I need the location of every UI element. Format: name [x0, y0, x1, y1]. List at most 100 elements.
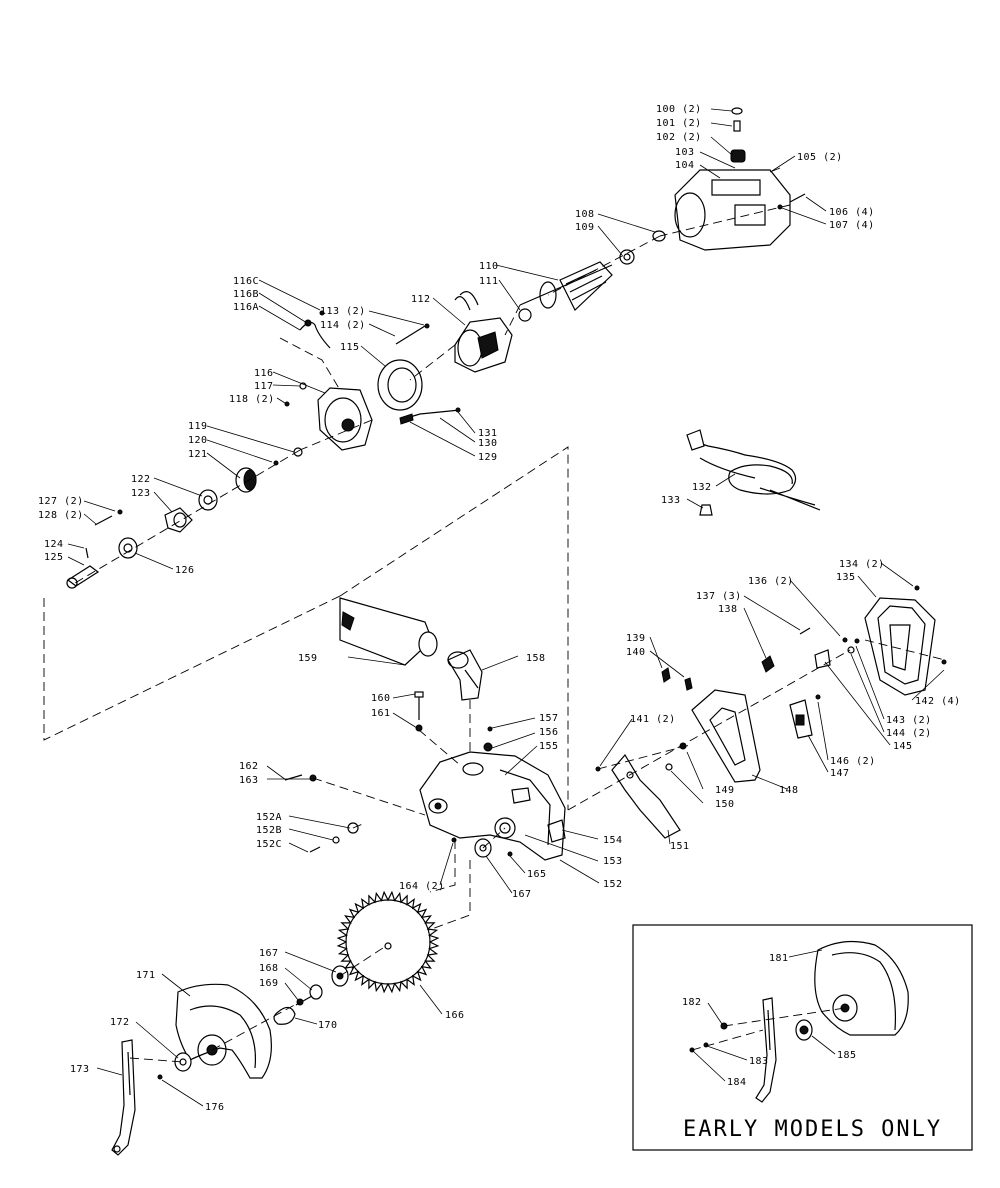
part-153-arbor: [494, 817, 516, 839]
part-122-bearing: [198, 489, 218, 511]
label-126: 126: [175, 565, 195, 576]
label-105: 105 (2): [797, 152, 843, 163]
label-106: 106 (4): [829, 207, 875, 218]
label-114: 114 (2): [320, 320, 366, 331]
part-181-lower-guard-early: [814, 940, 909, 1036]
label-102: 102 (2): [656, 132, 702, 143]
label-156: 156: [539, 727, 559, 738]
label-152C: 152C: [256, 839, 282, 850]
label-172: 172: [110, 1017, 130, 1028]
label-169: 169: [259, 978, 279, 989]
assembly-dashed-lines-handle: [567, 639, 946, 811]
label-101: 101 (2): [656, 118, 702, 129]
label-120: 120: [188, 435, 208, 446]
label-141: 141 (2): [630, 714, 676, 725]
part-132-power-cord: [686, 429, 821, 511]
label-116C: 116C: [233, 276, 259, 287]
label-152: 152: [603, 879, 623, 890]
label-133: 133: [661, 495, 681, 506]
label-108: 108: [575, 209, 595, 220]
label-167-upper: 167: [512, 889, 532, 900]
part-185-bushing-early: [795, 1019, 813, 1041]
part-126-bearing: [118, 537, 138, 559]
label-171: 171: [136, 970, 156, 981]
label-163: 163: [239, 775, 259, 786]
part-104-motor-housing: [674, 169, 791, 251]
label-184: 184: [727, 1077, 747, 1088]
label-149: 149: [715, 785, 735, 796]
part-116-end-bell: [317, 387, 373, 451]
part-123-retainer: [164, 507, 193, 533]
label-132: 132: [692, 482, 712, 493]
part-147-switch: [789, 699, 813, 739]
label-143: 143 (2): [886, 715, 932, 726]
label-176: 176: [205, 1102, 225, 1113]
label-142: 142 (4): [915, 696, 961, 707]
label-121: 121: [188, 449, 208, 460]
leader-lines: [67, 108, 945, 1107]
label-162: 162: [239, 761, 259, 772]
label-146: 146 (2): [830, 756, 876, 767]
part-109-bearing: [619, 249, 635, 265]
label-139: 139: [626, 633, 646, 644]
label-155: 155: [539, 741, 559, 752]
label-147: 147: [830, 768, 850, 779]
label-113: 113 (2): [320, 306, 366, 317]
part-133-connector: [699, 504, 713, 516]
part-173-link-arm: [111, 1039, 136, 1156]
label-118: 118 (2): [229, 394, 275, 405]
part-125-spindle: [66, 565, 100, 589]
part-155-port: [462, 762, 484, 776]
label-136: 136 (2): [748, 576, 794, 587]
part-113-screw: [395, 325, 426, 345]
label-151: 151: [670, 841, 690, 852]
assembly-dashed-lines-lower: [129, 945, 387, 1063]
assembly-dashed-lines-upper: [43, 204, 791, 810]
part-111-bearing: [518, 308, 532, 322]
label-165: 165: [527, 869, 547, 880]
label-185: 185: [837, 1050, 857, 1061]
label-161: 161: [371, 708, 391, 719]
label-128: 128 (2): [38, 510, 84, 521]
label-115: 115: [340, 342, 360, 353]
label-130: 130: [478, 438, 498, 449]
part-102-brush: [730, 149, 746, 163]
label-173: 173: [70, 1064, 90, 1075]
label-124: 124: [44, 539, 64, 550]
label-131: 131: [478, 428, 498, 439]
part-115-baffle: [377, 359, 423, 411]
part-labels: 100 (2) 101 (2) 102 (2) 103 104 105 (2) …: [38, 104, 961, 1113]
label-138: 138: [718, 604, 738, 615]
upper-guard-assembly: [284, 691, 566, 861]
part-159-dust-bag: DELTA: [339, 597, 438, 666]
label-152A: 152A: [256, 812, 282, 823]
label-104: 104: [675, 160, 695, 171]
label-109: 109: [575, 222, 595, 233]
label-100: 100 (2): [656, 104, 702, 115]
label-137: 137 (3): [696, 591, 742, 602]
label-183: 183: [749, 1056, 769, 1067]
early-models-inset: EARLY MODELS ONLY: [632, 924, 973, 1151]
label-181: 181: [769, 953, 789, 964]
part-100-cap: [731, 107, 743, 115]
handle-assembly-group: [595, 585, 947, 839]
label-164: 164 (2): [399, 881, 445, 892]
label-158: 158: [526, 653, 546, 664]
label-170: 170: [318, 1020, 338, 1031]
label-125: 125: [44, 552, 64, 563]
part-121-gear: [235, 467, 257, 493]
label-112: 112: [411, 294, 431, 305]
label-123: 123: [131, 488, 151, 499]
label-145: 145: [893, 741, 913, 752]
label-107: 107 (4): [829, 220, 875, 231]
label-110: 110: [479, 261, 499, 272]
label-166: 166: [445, 1010, 465, 1021]
label-144: 144 (2): [886, 728, 932, 739]
label-135: 135: [836, 572, 856, 583]
part-166-saw-blade: [336, 890, 440, 994]
label-134: 134 (2): [839, 559, 885, 570]
part-172-bushing: [174, 1052, 192, 1072]
part-158-elbow: [447, 649, 483, 701]
part-112-field: [454, 291, 513, 373]
